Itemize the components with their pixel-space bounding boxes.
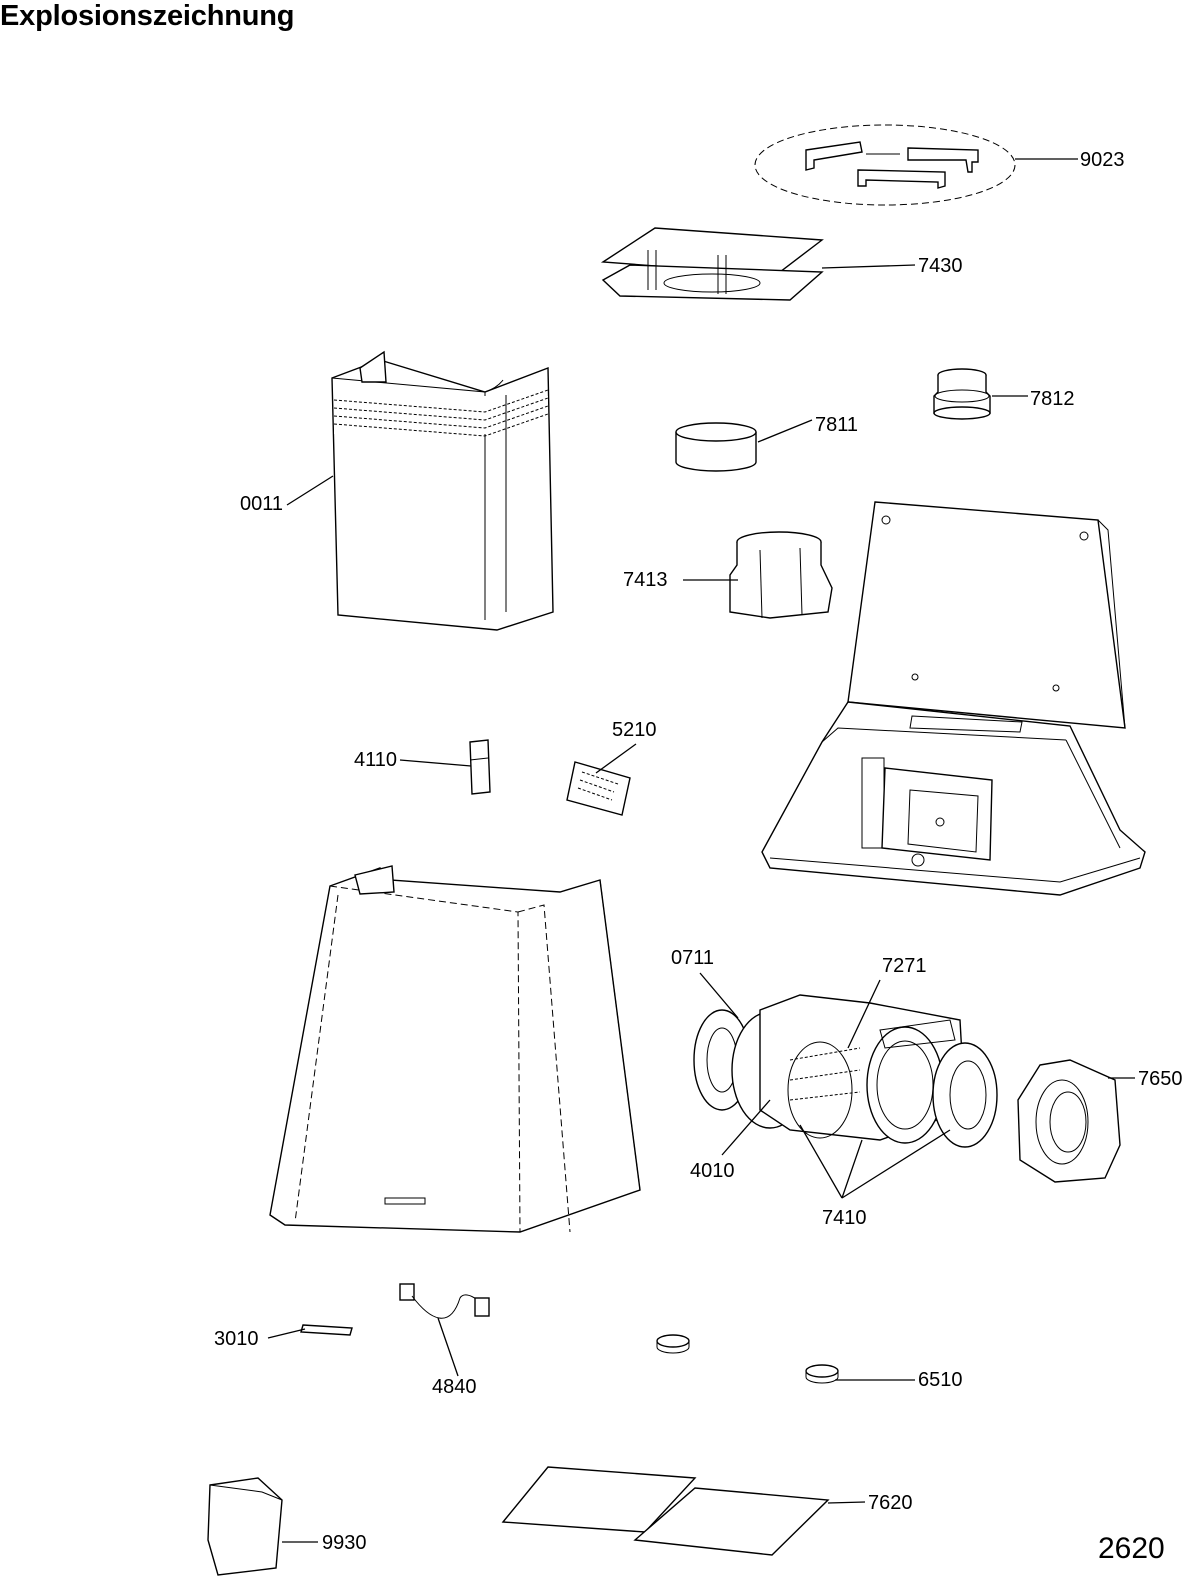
part-4840-cable-harness <box>399 1283 490 1377</box>
label-4840: 4840 <box>432 1376 477 1398</box>
part-9023-mounting-brackets <box>754 124 1078 206</box>
page-code: 2620 <box>1098 1532 1165 1565</box>
part-lower-chimney <box>269 865 641 1233</box>
label-4010: 4010 <box>690 1160 735 1182</box>
part-hood-main-body <box>761 501 1146 896</box>
part-7430-top-plate <box>600 227 916 301</box>
part-5210-circuit-board <box>566 743 637 816</box>
part-7650-fan-cover <box>1017 1059 1135 1183</box>
label-0011: 0011 <box>240 493 283 515</box>
label-4110: 4110 <box>354 749 397 771</box>
part-4110-capacitor <box>399 739 491 795</box>
part-9930-accessory-bag <box>207 1477 318 1576</box>
part-0011-upper-chimney <box>286 350 554 631</box>
label-9930: 9930 <box>322 1532 367 1554</box>
part-7620-grease-filters <box>501 1466 866 1556</box>
label-7410: 7410 <box>822 1207 867 1229</box>
label-9023: 9023 <box>1080 149 1125 171</box>
label-7271: 7271 <box>882 955 927 977</box>
label-7812: 7812 <box>1030 388 1075 410</box>
part-7811-duct-ring <box>675 419 813 472</box>
part-3010-lamp <box>267 1324 353 1339</box>
label-0711: 0711 <box>671 947 714 969</box>
part-fan-assembly <box>693 972 998 1199</box>
label-7430: 7430 <box>918 255 963 277</box>
label-5210: 5210 <box>612 719 657 741</box>
label-7413: 7413 <box>623 569 668 591</box>
label-7650: 7650 <box>1138 1068 1183 1090</box>
part-6510-knobs <box>656 1334 915 1384</box>
label-3010: 3010 <box>214 1328 259 1350</box>
label-7620: 7620 <box>868 1492 913 1514</box>
label-6510: 6510 <box>918 1369 963 1391</box>
part-7413-air-adapter <box>683 531 833 619</box>
label-7811: 7811 <box>815 414 858 436</box>
part-7812-duct-reducer <box>933 368 1028 420</box>
diagram-title: Explosionszeichnung <box>0 0 295 32</box>
